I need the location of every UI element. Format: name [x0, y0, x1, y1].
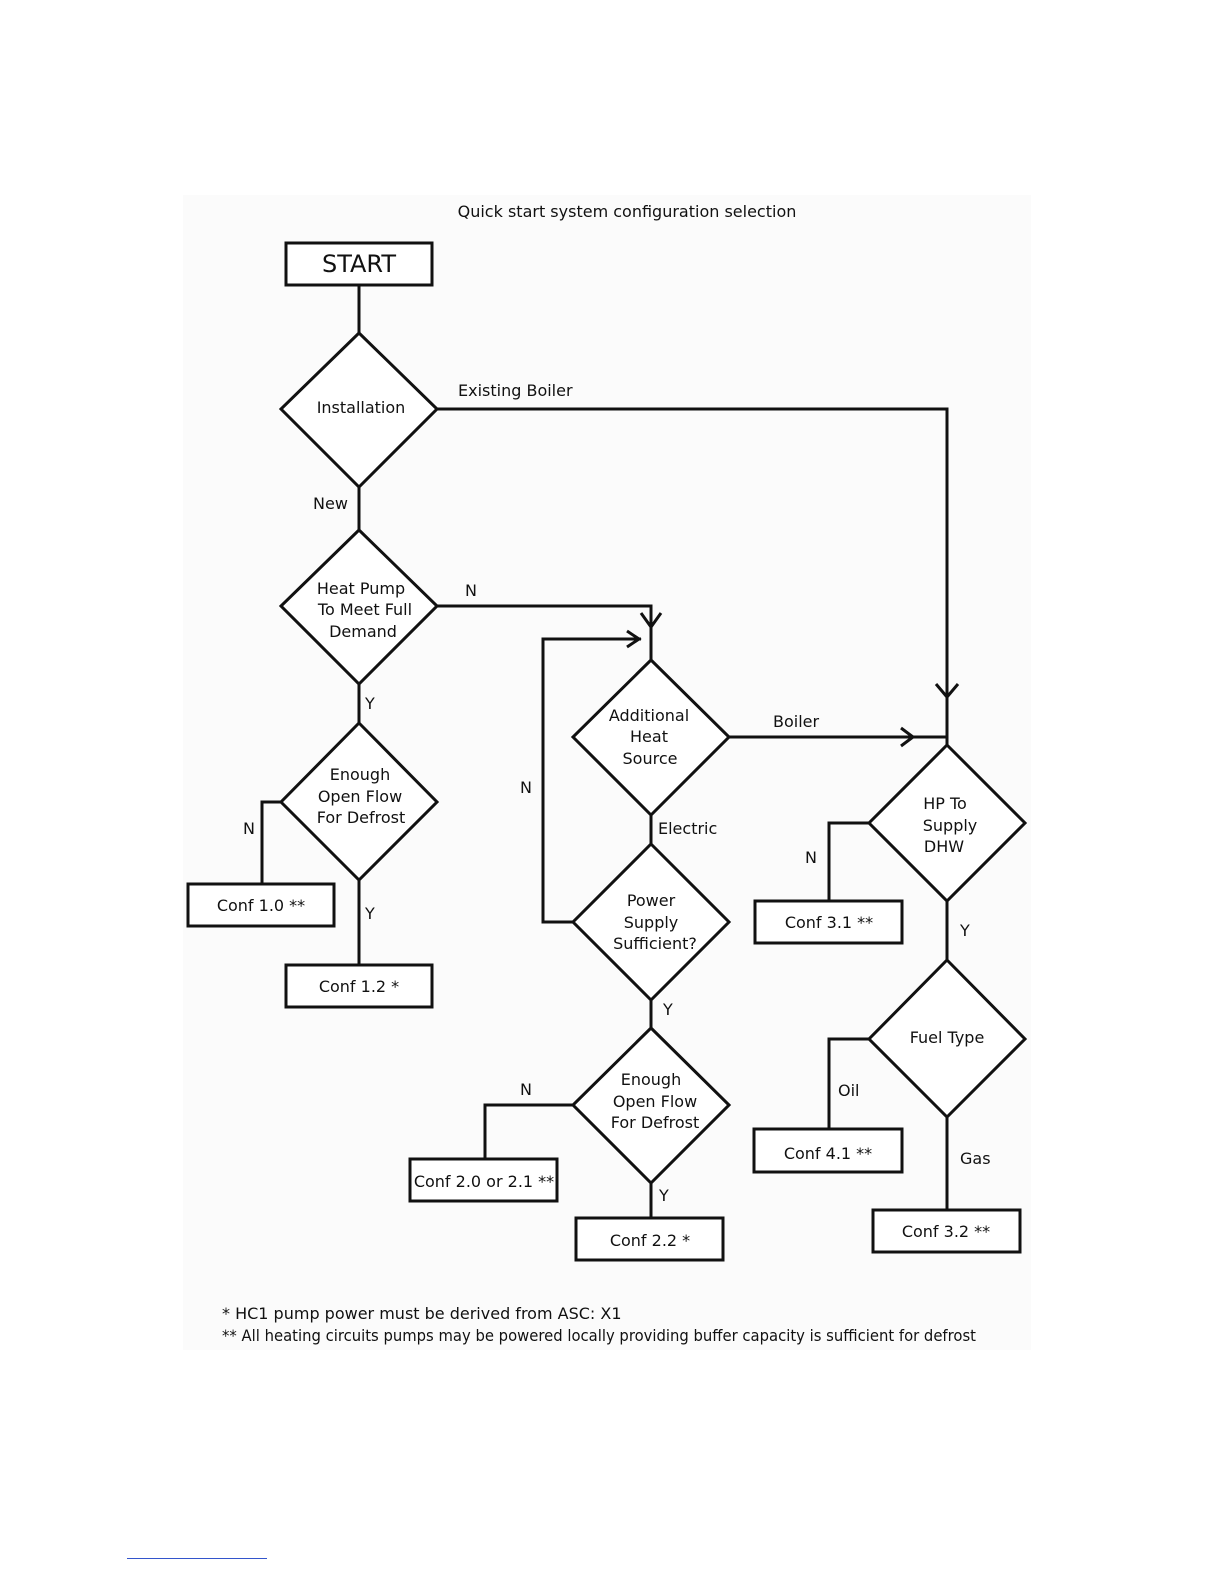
- connector-flow2-n: [483, 1103, 573, 1159]
- conf-1-2-label: Conf 1.2 *: [319, 977, 399, 996]
- additional-heat-label-line: Additional: [609, 706, 689, 725]
- connector-hp-n: [437, 604, 653, 660]
- connector-dhw-n: [827, 821, 869, 901]
- edge-label-dhw-y: Y: [959, 921, 970, 940]
- additional-heat-label-line: Source: [623, 749, 678, 768]
- edge-label-power-n: N: [520, 778, 532, 797]
- footnote-single-star: * HC1 pump power must be derived from AS…: [222, 1304, 622, 1323]
- edge-labels: Existing Boiler New N Y N Y Boiler Elect…: [243, 381, 991, 1205]
- edge-label-gas: Gas: [960, 1149, 991, 1168]
- hp-dhw-decision: [866, 742, 1028, 904]
- heat-pump-label-line: Heat Pump: [317, 579, 405, 598]
- conf-1-0-box: [186, 882, 336, 928]
- edge-label-flow2-y: Y: [658, 1186, 669, 1205]
- footnote-separator-line: [127, 1558, 267, 1559]
- hp-dhw-label-line: Supply: [923, 816, 978, 835]
- edge-label-new: New: [313, 494, 348, 513]
- additional-heat-decision: [570, 657, 732, 818]
- arrowheads: [626, 612, 960, 748]
- conf-3-2-label: Conf 3.2 **: [902, 1222, 990, 1241]
- node-shapes: [186, 241, 1028, 1262]
- arrowhead-down-icon: [639, 612, 663, 630]
- footnote-double-star: ** All heating circuits pumps may be pow…: [222, 1326, 976, 1345]
- edge-label-power-y: Y: [662, 1000, 673, 1019]
- conf-3-1-box: [753, 899, 904, 945]
- connector-oil: [827, 1037, 869, 1129]
- conf-2-0-2-1-box: [408, 1157, 559, 1203]
- arrowhead-down-icon: [934, 683, 960, 700]
- fuel-type-label: Fuel Type: [910, 1028, 985, 1047]
- edge-label-oil: Oil: [838, 1081, 859, 1100]
- edge-label-hp-n: N: [465, 581, 477, 600]
- connector-power-n: [541, 637, 641, 924]
- edge-label-hp-y: Y: [364, 694, 375, 713]
- enough-flow-1-label-line: Open Flow: [318, 787, 402, 806]
- enough-flow-decision-1: [278, 720, 440, 883]
- start-label: START: [322, 250, 396, 278]
- enough-flow-2-label-line: Enough: [621, 1070, 681, 1089]
- additional-heat-label-line: Heat: [630, 727, 668, 746]
- enough-flow-1-label-line: Enough: [330, 765, 390, 784]
- conf-1-0-label: Conf 1.0 **: [217, 896, 305, 915]
- connectors: [260, 286, 949, 1218]
- diagram-title: Quick start system configuration selecti…: [458, 202, 797, 221]
- enough-flow-2-label-line: For Defrost: [611, 1113, 700, 1132]
- edge-label-flow2-n: N: [520, 1080, 532, 1099]
- conf-4-1-label: Conf 4.1 **: [784, 1144, 872, 1163]
- edge-label-flow1-n: N: [243, 819, 255, 838]
- heat-pump-label-line: To Meet Full: [317, 600, 412, 619]
- enough-flow-1-label-line: For Defrost: [317, 808, 406, 827]
- power-supply-label-line: Sufficient?: [613, 934, 697, 953]
- power-supply-decision: [570, 841, 732, 1003]
- installation-decision: [278, 330, 440, 490]
- edge-label-existing-boiler: Existing Boiler: [458, 381, 573, 400]
- heat-pump-decision: [278, 527, 440, 687]
- connector-flow1-n: [260, 800, 281, 884]
- hp-dhw-label-line: HP To: [923, 794, 967, 813]
- enough-flow-decision-2: [570, 1025, 732, 1186]
- conf-4-1-box: [752, 1127, 904, 1174]
- edge-label-electric: Electric: [658, 819, 717, 838]
- installation-label: Installation: [317, 398, 406, 417]
- footnotes: * HC1 pump power must be derived from AS…: [222, 1304, 976, 1345]
- start-box: [284, 241, 434, 287]
- conf-3-2-box: [871, 1208, 1022, 1254]
- edge-label-boiler: Boiler: [773, 712, 820, 731]
- connector-existing-boiler: [437, 407, 949, 745]
- conf-1-2-box: [284, 963, 434, 1009]
- power-supply-label-line: Supply: [624, 913, 679, 932]
- node-labels: START Installation Heat Pump To Meet Ful…: [217, 250, 990, 1250]
- arrowhead-right-icon: [900, 726, 916, 748]
- conf-2-2-label: Conf 2.2 *: [610, 1231, 690, 1250]
- arrowhead-right-icon: [626, 629, 642, 649]
- conf-2-0-2-1-label: Conf 2.0 or 2.1 **: [414, 1172, 554, 1191]
- enough-flow-2-label-line: Open Flow: [613, 1092, 697, 1111]
- heat-pump-label-line: Demand: [329, 622, 397, 641]
- fuel-type-decision: [866, 957, 1028, 1120]
- conf-3-1-label: Conf 3.1 **: [785, 913, 873, 932]
- edge-label-dhw-n: N: [805, 848, 817, 867]
- diagram-panel: Quick start system configuration selecti…: [183, 195, 1031, 1350]
- conf-2-2-box: [574, 1216, 725, 1262]
- hp-dhw-label-line: DHW: [924, 837, 964, 856]
- flowchart: Quick start system configuration selecti…: [186, 202, 1028, 1345]
- edge-label-flow1-y: Y: [364, 904, 375, 923]
- power-supply-label-line: Power: [627, 891, 676, 910]
